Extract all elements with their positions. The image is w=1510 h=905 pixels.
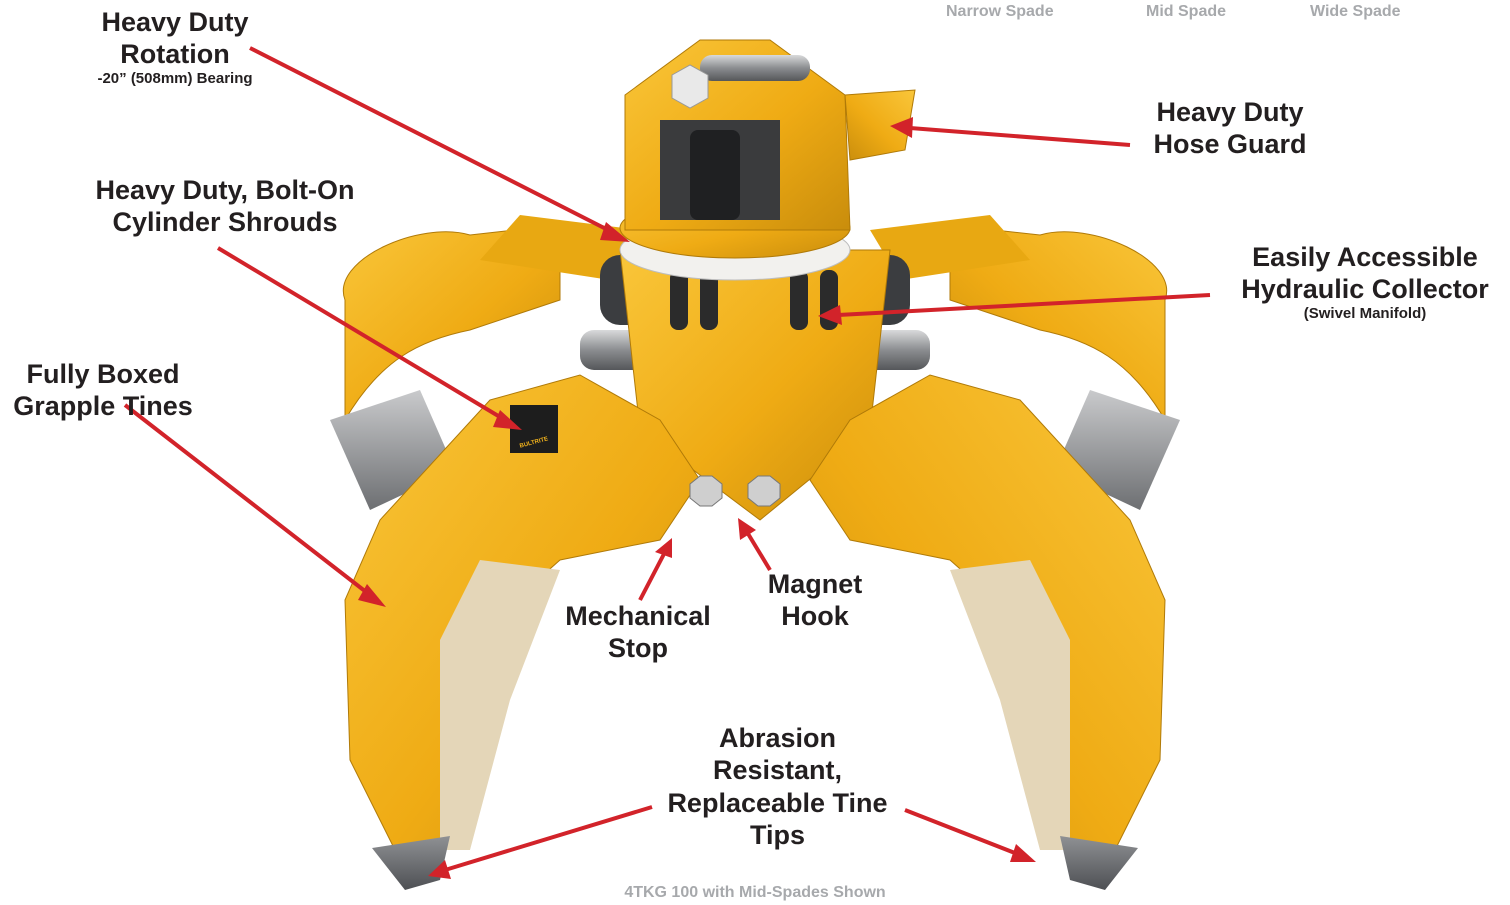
- label-collector: Easily Accessible Hydraulic Collector (S…: [1220, 241, 1510, 322]
- label-hose-guard-line2: Hose Guard: [1120, 128, 1340, 160]
- rotator-head: [625, 40, 915, 230]
- label-shrouds-line1: Heavy Duty, Bolt-On: [50, 174, 400, 206]
- label-tips-line2: Resistant,: [640, 754, 915, 786]
- label-collector-sub: (Swivel Manifold): [1220, 306, 1510, 323]
- figure-caption: 4TKG 100 with Mid-Spades Shown: [0, 884, 1510, 902]
- label-collector-line2: Hydraulic Collector: [1220, 273, 1510, 305]
- label-tines-line2: Grapple Tines: [0, 390, 206, 422]
- label-tines-line1: Fully Boxed: [0, 358, 206, 390]
- label-rotation-line1: Heavy Duty: [60, 6, 290, 38]
- label-magnet: Magnet Hook: [740, 568, 890, 633]
- label-shrouds: Heavy Duty, Bolt-On Cylinder Shrouds: [50, 174, 400, 239]
- label-tines: Fully Boxed Grapple Tines: [0, 358, 206, 423]
- label-hose-guard: Heavy Duty Hose Guard: [1120, 96, 1340, 161]
- label-collector-line1: Easily Accessible: [1220, 241, 1510, 273]
- label-magnet-line1: Magnet: [740, 568, 890, 600]
- label-stop: Mechanical Stop: [548, 600, 728, 665]
- label-tips-line1: Abrasion: [640, 722, 915, 754]
- label-stop-line2: Stop: [548, 632, 728, 664]
- label-magnet-line2: Hook: [740, 600, 890, 632]
- label-hose-guard-line1: Heavy Duty: [1120, 96, 1340, 128]
- label-tips: Abrasion Resistant, Replaceable Tine Tip…: [640, 722, 915, 852]
- label-rotation: Heavy Duty Rotation -20” (508mm) Bearing: [60, 6, 290, 87]
- label-shrouds-line2: Cylinder Shrouds: [50, 206, 400, 238]
- label-rotation-sub: -20” (508mm) Bearing: [60, 71, 290, 88]
- label-tips-line4: Tips: [640, 819, 915, 851]
- label-stop-line1: Mechanical: [548, 600, 728, 632]
- label-tips-line3: Replaceable Tine: [640, 787, 915, 819]
- label-rotation-line2: Rotation: [60, 38, 290, 70]
